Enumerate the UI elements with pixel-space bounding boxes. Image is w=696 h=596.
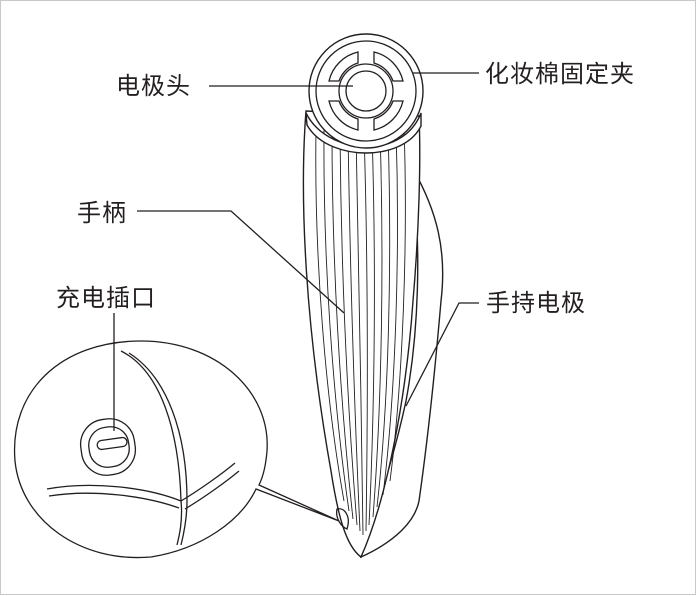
handheld-electrode-body [359, 168, 444, 559]
label-cotton-clip: 化妆棉固定夹 [485, 60, 635, 88]
charging-port-mark [336, 508, 349, 530]
leader-line-handle [137, 210, 345, 314]
zoom-seam-lower-left [48, 492, 180, 509]
cotton-clip-inner-ring [315, 40, 417, 142]
label-charging-port: 充电插口 [56, 284, 156, 312]
handle-ribs [315, 126, 406, 536]
leader-line-handheld-electrode [405, 302, 479, 407]
handle-body [302, 110, 421, 559]
zoom-seam-vertical-inner [128, 352, 188, 546]
zoom-seam-right-upper [180, 462, 236, 502]
cotton-clip-outer-ring [308, 33, 424, 149]
electrode-head-center [345, 70, 387, 112]
electrode-head-outer-disc [338, 63, 394, 119]
electrode-head-segment-top-right [373, 51, 404, 82]
zoom-charging-socket [79, 418, 137, 476]
label-handheld-electrode: 手持电极 [486, 289, 586, 317]
electrode-head-segment-bottom-left [328, 100, 359, 131]
zoom-seam-upper-left [46, 484, 182, 502]
zoom-seam-right-lower [184, 470, 240, 510]
label-electrode-head: 电极头 [116, 72, 191, 100]
zoom-callout-bubble [13, 340, 340, 559]
label-handle: 手柄 [77, 199, 127, 227]
zoom-seam-vertical-outer [120, 350, 183, 546]
electrode-head-segment-bottom-right [373, 100, 404, 131]
electrode-head-segment-top-left [328, 51, 359, 82]
